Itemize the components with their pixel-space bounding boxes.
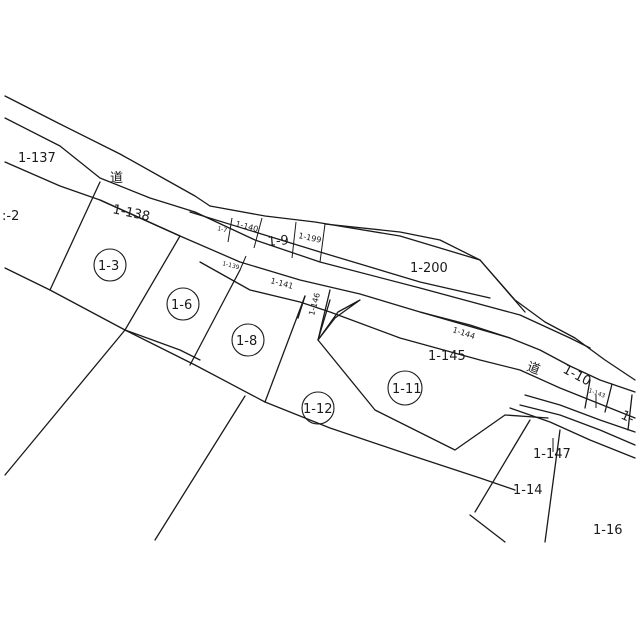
div-1-139-1-141 [239, 255, 247, 271]
div-1-144 [419, 311, 511, 339]
div-1-9-1-199 [291, 221, 297, 259]
div-1-143-left [584, 379, 591, 409]
label-1-8: 1-8 [236, 334, 257, 349]
ring-1-8 [231, 323, 265, 357]
label-1-147: 1-147 [533, 447, 571, 462]
label-1-7: 1-7 [216, 225, 227, 234]
road-upper-edge [4, 95, 211, 207]
road-lower-band-4 [524, 394, 636, 433]
div-1-200-right [479, 259, 526, 313]
ring-1-3 [93, 248, 127, 282]
label-1-10: 1-10 [560, 362, 593, 389]
div-1-6-right [189, 269, 241, 366]
label-1-145: 1-145 [428, 349, 466, 364]
label-1-137: 1-137 [18, 151, 56, 166]
label-road-upper: 道 [110, 171, 123, 186]
diag-left-2 [154, 395, 246, 541]
div-1-right-edge [627, 394, 633, 431]
label-road-lower: 道 [525, 360, 542, 379]
div-1-14-left [474, 419, 531, 513]
div-1-3-left [49, 181, 101, 291]
label-1-138: 1-138 [111, 202, 151, 225]
label-1-143: 1-143 [587, 387, 606, 400]
div-1-3-right [124, 235, 181, 331]
label-1-14: 1-14 [513, 483, 543, 498]
label-1-16: 1-16 [593, 523, 623, 538]
div-1-7-1-140 [227, 217, 233, 243]
label-1-right: 1- [618, 408, 636, 427]
label-1-199: 1-199 [298, 231, 323, 245]
parcel-1-11-top [317, 299, 331, 341]
label-1-11: 1-11 [392, 382, 422, 397]
road-lower-band-1 [199, 261, 636, 419]
road-edge-2 [4, 117, 196, 213]
road-line-b [179, 235, 636, 393]
road-lower-band-3 [519, 404, 636, 446]
div-1-14-right [544, 429, 561, 543]
road-line-a [194, 211, 591, 349]
div-1-199-right [319, 223, 326, 263]
label-1-200: 1-200 [410, 261, 448, 276]
ring-1-6 [166, 287, 200, 321]
label-1-139: 1-139 [221, 260, 240, 271]
div-1-14-bottom [469, 514, 506, 543]
div-1-146-left [297, 295, 306, 319]
parcel-1-200-boundary [324, 223, 481, 261]
label-1-2: :-2 [2, 209, 19, 224]
lot-top-boundary [99, 199, 181, 237]
div-1-140-1-9 [253, 217, 263, 249]
label-1-3: 1-3 [98, 259, 119, 274]
div-1-8-right [264, 295, 306, 403]
label-1-146: 1-146 [307, 292, 322, 317]
road-lower-band-2 [509, 407, 636, 459]
diag-left-1 [4, 329, 126, 476]
label-1-6: 1-6 [171, 298, 192, 313]
label-1-12: 1-12 [303, 402, 333, 417]
road-line-d [189, 211, 491, 299]
parcel-1-11-boundary [317, 299, 549, 451]
label-1-9: 1-9 [267, 233, 289, 250]
ring-1-11 [387, 370, 423, 406]
lot-bottom-boundary [124, 329, 516, 491]
label-1-141: 1-141 [269, 276, 294, 291]
ring-1-12 [301, 391, 335, 425]
road-line-c [209, 205, 636, 381]
div-1-143-right [604, 383, 613, 413]
